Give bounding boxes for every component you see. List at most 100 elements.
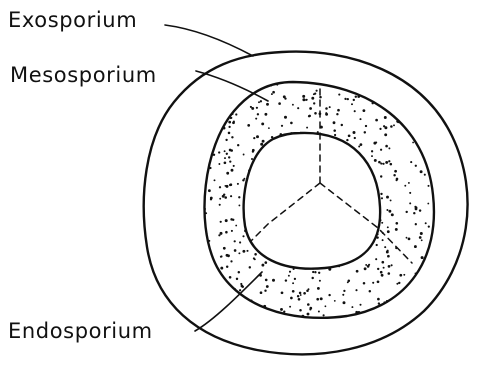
stipple-dot: [235, 81, 238, 84]
stipple-dot: [338, 161, 341, 164]
stipple-dot: [393, 124, 395, 126]
stipple-dot: [282, 207, 284, 209]
stipple-dot: [347, 281, 349, 283]
stipple-dot: [323, 264, 326, 267]
stipple-dot: [197, 196, 199, 198]
stipple-dot: [317, 216, 319, 218]
stipple-dot: [391, 213, 394, 216]
stipple-dot: [383, 314, 385, 316]
stipple-dot: [292, 290, 295, 293]
stipple-dot: [287, 202, 289, 204]
stipple-dot: [388, 210, 391, 213]
stipple-dot: [303, 292, 306, 295]
stipple-dot: [363, 282, 366, 285]
stipple-dot: [228, 121, 231, 124]
stipple-dot: [437, 81, 439, 83]
stipple-dot: [390, 125, 393, 128]
stipple-dot: [372, 282, 374, 284]
stipple-dot: [229, 276, 232, 279]
stipple-dot: [235, 113, 237, 115]
stipple-dot: [310, 207, 313, 210]
stipple-dot: [329, 106, 331, 108]
stipple-dot: [420, 170, 423, 173]
stipple-dot: [364, 83, 366, 85]
stipple-dot: [348, 167, 350, 169]
stipple-dot: [217, 91, 220, 94]
stipple-dot: [212, 301, 215, 304]
stipple-dot: [376, 244, 378, 246]
stipple-dot: [387, 226, 389, 228]
stipple-dot: [268, 174, 270, 176]
stipple-dot: [343, 171, 345, 173]
stipple-dot: [224, 196, 227, 199]
stipple-dot: [253, 137, 255, 139]
stipple-dot: [415, 165, 417, 167]
stipple-dot: [421, 239, 423, 241]
stipple-dot: [396, 283, 398, 285]
stipple-dot: [281, 155, 283, 157]
stipple-dot: [435, 84, 438, 87]
stipple-dot: [424, 135, 427, 138]
stipple-dot: [423, 134, 426, 137]
stipple-dot: [391, 91, 394, 94]
stipple-dot: [319, 80, 321, 82]
stipple-dot: [361, 250, 363, 252]
stipple-dot: [197, 132, 200, 135]
stipple-dot: [266, 103, 269, 106]
stipple-dot: [325, 305, 327, 307]
stipple-dot: [218, 95, 221, 98]
stipple-dot: [263, 163, 265, 165]
stipple-dot: [230, 117, 232, 119]
stipple-dot: [370, 220, 373, 223]
stipple-dot: [260, 81, 263, 84]
stipple-dot: [428, 271, 431, 274]
stipple-dot: [368, 264, 370, 266]
stipple-dot: [413, 212, 415, 214]
stipple-dot: [218, 234, 220, 236]
stipple-dot: [302, 98, 305, 101]
stipple-dot: [238, 196, 240, 198]
stipple-dot: [341, 175, 344, 178]
stipple-dot: [425, 77, 427, 79]
stipple-dot: [384, 246, 386, 248]
stipple-dot: [220, 267, 223, 270]
stipple-dot: [258, 101, 260, 103]
stipple-dot: [357, 251, 359, 253]
stipple-dot: [243, 178, 245, 180]
stipple-dot: [338, 94, 340, 96]
stipple-dot: [364, 267, 367, 270]
stipple-dot: [249, 266, 251, 268]
stipple-dot: [418, 120, 421, 123]
stipple-dot: [390, 199, 392, 201]
stipple-dot: [203, 129, 205, 131]
stipple-dot: [354, 200, 357, 203]
stipple-dot: [294, 278, 296, 280]
stipple-dot: [398, 282, 400, 284]
stipple-dot: [229, 149, 232, 152]
stipple-dot: [230, 260, 232, 262]
stipple-dot: [318, 228, 320, 230]
stipple-dot: [201, 270, 203, 272]
stipple-dot: [414, 245, 417, 248]
stipple-dot: [222, 195, 225, 198]
stipple-dot: [369, 233, 371, 235]
stipple-dot: [230, 195, 232, 197]
stipple-dot: [336, 233, 338, 235]
stipple-dot: [197, 153, 200, 156]
stipple-dot: [290, 297, 293, 300]
stipple-dot: [289, 271, 291, 273]
stipple-dot: [343, 320, 345, 322]
stipple-dot: [356, 199, 358, 201]
stipple-dot: [208, 106, 211, 109]
stipple-dot: [262, 185, 265, 188]
stipple-dot: [388, 160, 390, 162]
stipple-dot: [361, 234, 363, 236]
stipple-dot: [253, 241, 255, 243]
stipple-dot: [278, 102, 281, 105]
stipple-dot: [203, 156, 205, 158]
stipple-dot: [424, 151, 427, 154]
stipple-dot: [336, 113, 338, 115]
exosporium-leader: [165, 25, 253, 56]
stipple-dot: [364, 180, 366, 182]
stipple-dot: [341, 124, 343, 126]
